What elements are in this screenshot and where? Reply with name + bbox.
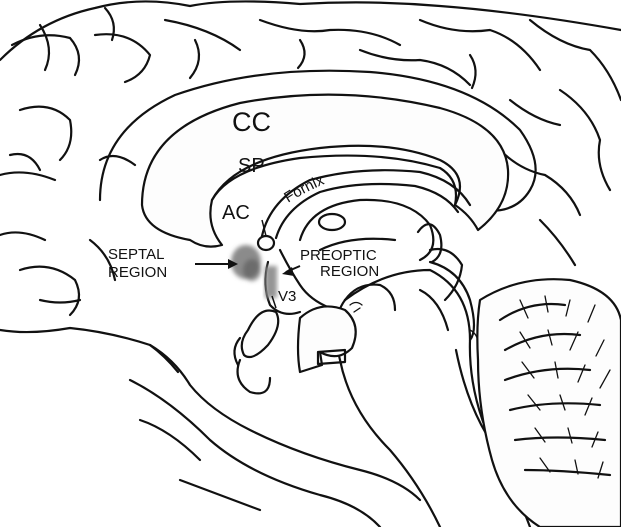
label-septal-line1: SEPTAL xyxy=(108,246,164,263)
label-sp: SP xyxy=(238,155,265,177)
pineal-region xyxy=(418,224,441,262)
anterior-commissure xyxy=(258,236,274,250)
label-preoptic-line1: PREOPTIC xyxy=(300,247,377,264)
preoptic-arrow xyxy=(282,266,300,276)
gyri-lines xyxy=(10,8,621,315)
label-ac: AC xyxy=(222,202,250,224)
preoptic-region-shading xyxy=(265,266,277,298)
pituitary xyxy=(298,306,356,372)
label-cc: CC xyxy=(232,107,271,137)
optic-chiasm xyxy=(242,310,278,357)
label-preoptic-line2: REGION xyxy=(320,263,379,280)
label-septal-line2: REGION xyxy=(108,264,167,281)
label-v3: V3 xyxy=(278,288,296,305)
corpus-callosum xyxy=(142,95,508,247)
massa-intermedia xyxy=(319,214,345,230)
cerebellum xyxy=(477,279,621,527)
